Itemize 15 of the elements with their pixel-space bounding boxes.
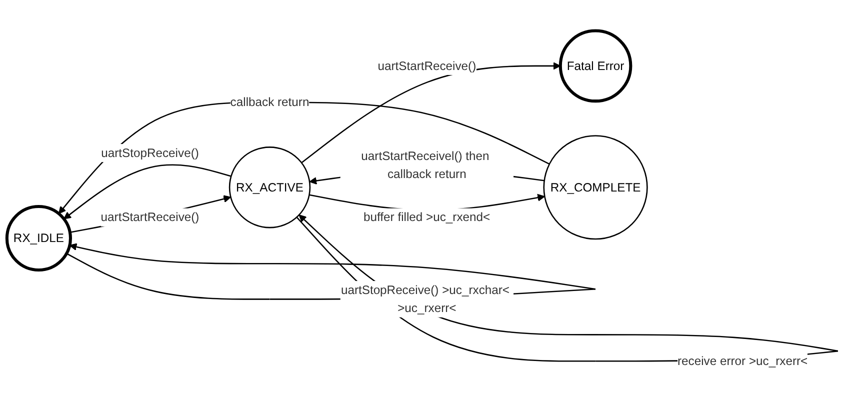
arrow	[301, 62, 561, 164]
edge-label: uartStartReceivel() then callback return	[361, 148, 490, 181]
edge-label: uartStopReceive() >uc_rxchar< >uc_rxerr<	[340, 282, 510, 315]
node-circle: RX_ACTIVE	[228, 146, 311, 228]
edge-label: uartStartReceive()	[378, 58, 476, 72]
edge-label: callback return	[230, 94, 310, 109]
edge-label: buffer filled >uc_rxend<	[364, 210, 490, 224]
edge-label: receive error >uc_rxerr<	[678, 354, 808, 368]
node-circle: RX_IDLE	[5, 204, 72, 272]
arrow	[58, 102, 550, 214]
node-circle: RX_COMPLETE	[543, 135, 648, 240]
edge-label: uartStartReceive()	[100, 210, 200, 224]
arrow	[64, 164, 232, 220]
node-circle: Fatal Error	[558, 29, 632, 103]
edge-label: uartStopReceive()	[101, 146, 199, 160]
